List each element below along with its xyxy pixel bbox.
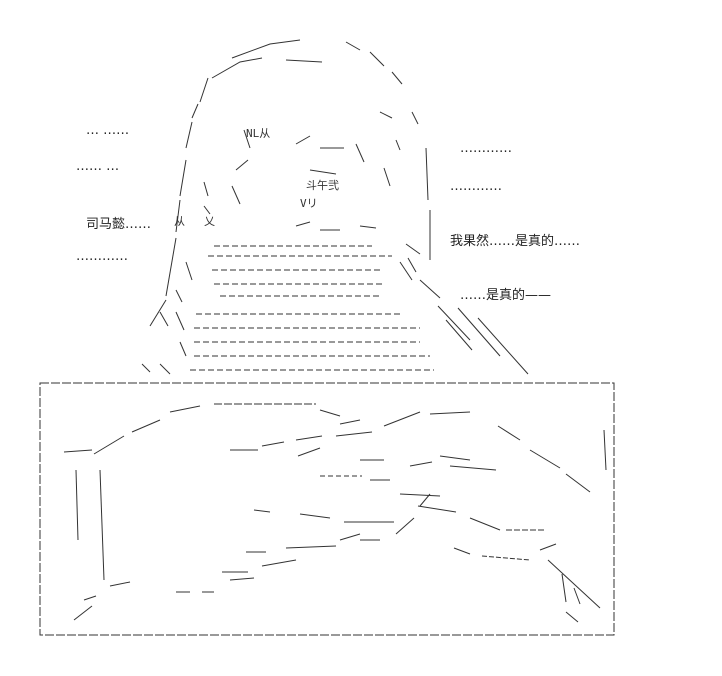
dialogue-line-3: 司马懿…… (86, 217, 152, 232)
hair-outline (149, 39, 529, 375)
face-details (203, 111, 421, 255)
dialogue-line-2: …… … (76, 159, 120, 174)
dialogue-line-8: ……是真的—— (460, 288, 552, 303)
box-frame (39, 382, 615, 636)
collar-stripes (141, 245, 434, 375)
art-fragment-3: Vリ (300, 197, 318, 210)
art-fragment-4: 从 (174, 215, 185, 228)
dialogue-line-1: … …… (86, 123, 130, 138)
dialogue-line-4: ………… (76, 249, 128, 264)
dialogue-line-6: ………… (450, 179, 502, 194)
art-fragment-5: 乂 (204, 215, 215, 228)
art-fragment-2: 斗午弐 (306, 179, 339, 192)
dialogue-line-7: 我果然……是真的…… (450, 234, 581, 249)
hands-drawing (63, 403, 607, 623)
art-fragment-1: NL从 (246, 127, 271, 140)
dialogue-line-5: ………… (460, 141, 512, 156)
